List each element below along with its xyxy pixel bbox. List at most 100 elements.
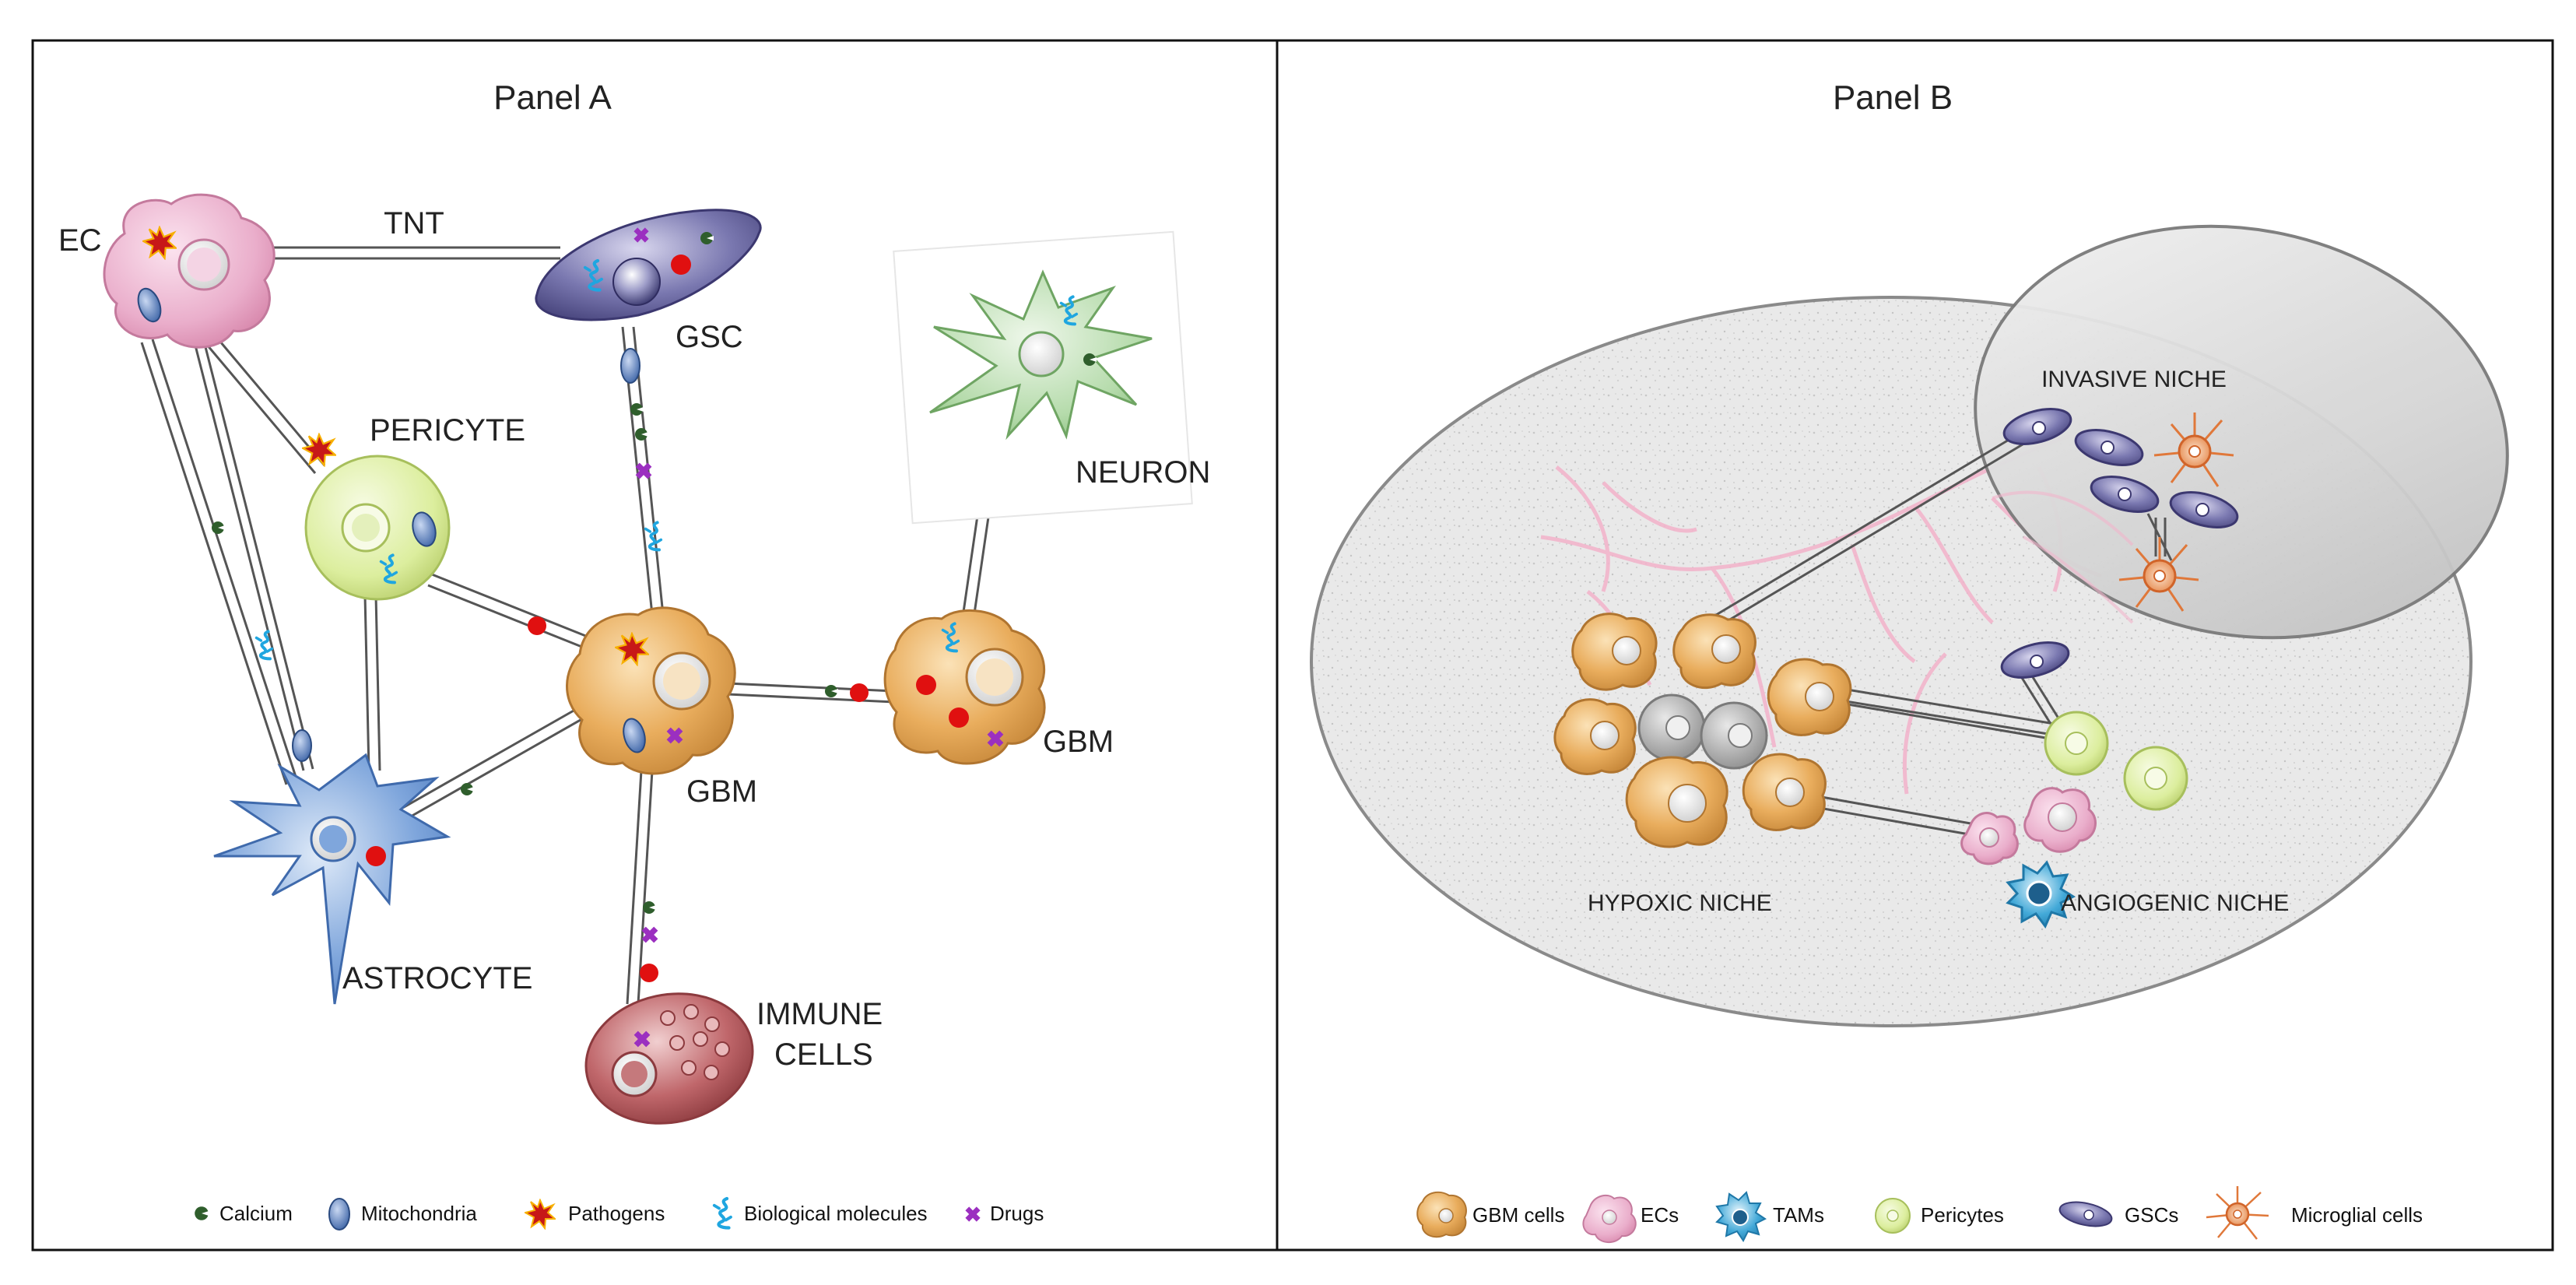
gbm-cell xyxy=(1672,613,1757,689)
tam-icon xyxy=(1715,1191,1767,1242)
tam-cell xyxy=(2006,860,2076,929)
invasive-niche-region xyxy=(1974,224,2509,640)
legend-gbm-cells-label: GBM cells xyxy=(1472,1203,1564,1227)
ec-cell xyxy=(103,193,275,349)
invasive-niche-label: INVASIVE NICHE xyxy=(2041,367,2227,392)
panel-b: Panel B INVASIVE NICHE xyxy=(1310,79,2509,1243)
pericyte-cell xyxy=(304,455,451,601)
legend-gscs-label: GSCs xyxy=(2125,1203,2178,1227)
pericyte-cell xyxy=(2123,746,2188,811)
pericyte-label: PERICYTE xyxy=(370,413,525,448)
particle-dot xyxy=(850,683,869,702)
neuron-label: NEURON xyxy=(1076,455,1210,490)
particle-dot xyxy=(949,707,969,728)
gbm-cell xyxy=(1625,756,1728,848)
tnt-pericyte-gbm xyxy=(427,573,592,651)
calcium-icon xyxy=(643,901,656,914)
calcium-icon xyxy=(461,783,474,795)
gsc-cell xyxy=(2000,641,2070,679)
gsc-cell xyxy=(2090,476,2160,513)
mitochondria-icon xyxy=(292,729,312,762)
drug-icon xyxy=(641,926,658,943)
panel-b-legend: GBM cells ECs TAMs Pericytes GSCs xyxy=(1416,1186,2423,1243)
gray-cell xyxy=(1637,693,1706,762)
pericyte-cell xyxy=(2044,711,2109,776)
gsc-icon xyxy=(2058,1201,2113,1227)
tnt-label: TNT xyxy=(384,206,444,240)
legend-biomolecules-label: Biological molecules xyxy=(744,1202,928,1225)
calcium-icon xyxy=(195,1206,209,1220)
figure-border xyxy=(31,39,2554,1252)
mitochondria-icon xyxy=(328,1198,350,1231)
microglia-cell xyxy=(2118,537,2199,612)
tnt-gbm-immune xyxy=(626,770,654,1005)
gsc-cell xyxy=(2002,408,2072,445)
microglia-icon xyxy=(2206,1186,2269,1240)
legend-pathogens-label: Pathogens xyxy=(568,1202,665,1225)
ec-icon xyxy=(1582,1194,1637,1243)
gsc-cell xyxy=(2074,429,2144,466)
mitochondria-icon xyxy=(412,511,437,547)
legend-ecs-label: ECs xyxy=(1641,1203,1679,1227)
gbm-cell xyxy=(1767,658,1852,736)
gbm-cell-center xyxy=(566,606,736,775)
gbm-cell xyxy=(1742,753,1827,831)
mitochondria-icon xyxy=(137,287,162,323)
tnt-ec-pericyte xyxy=(197,326,326,474)
panel-a-legend: Calcium Mitochondria Pathogens Biologica… xyxy=(195,1198,1044,1231)
immune-label-line1: IMMUNE xyxy=(756,997,883,1031)
panel-a: Panel A xyxy=(58,79,1210,1231)
tnt-cargo xyxy=(212,348,1003,982)
vessels-in-invasive xyxy=(1992,490,2134,624)
gsc-cell xyxy=(535,209,762,321)
gbm-cell xyxy=(1571,613,1658,691)
drug-icon xyxy=(965,1206,981,1222)
gsc-label: GSC xyxy=(676,320,743,354)
tnt-ec-astrocyte-outer xyxy=(140,339,299,785)
biomolecule-icon xyxy=(714,1199,731,1228)
gbm-cell-icon xyxy=(1416,1191,1467,1238)
astrocyte-cell xyxy=(213,753,451,1005)
invasive-gsc-cluster xyxy=(2000,408,2239,679)
angiogenic-cluster xyxy=(1960,711,2188,929)
gbm-cell-right xyxy=(883,609,1046,765)
particle-dot xyxy=(916,675,936,695)
hypoxic-niche-label: HYPOXIC NICHE xyxy=(1588,890,1772,916)
mitochondria-icon xyxy=(620,348,640,384)
gbm-cell xyxy=(1553,698,1637,775)
ec-cell xyxy=(1960,812,2019,865)
immune-label-line2: CELLS xyxy=(774,1037,873,1072)
microglial-cells xyxy=(2118,413,2234,612)
neuron-cell xyxy=(893,230,1193,525)
mitochondria-icon xyxy=(623,718,646,753)
calcium-icon xyxy=(825,685,838,697)
legend-calcium-label: Calcium xyxy=(219,1202,293,1225)
astrocyte-label: ASTROCYTE xyxy=(342,961,532,995)
particle-dot xyxy=(366,846,386,866)
ec-label: EC xyxy=(58,223,102,258)
tnt-astrocyte-gbm xyxy=(392,699,598,825)
tnt-connections xyxy=(140,246,999,1005)
panel-b-title: Panel B xyxy=(1833,79,1953,117)
gsc-cell xyxy=(2169,491,2239,528)
hypoxic-gbm-cluster xyxy=(1553,613,1852,848)
biomolecule-icon xyxy=(646,522,662,549)
microglia-cell xyxy=(2153,413,2234,487)
immune-cell xyxy=(584,992,754,1125)
particle-dot xyxy=(640,964,658,982)
calcium-icon xyxy=(212,521,225,534)
legend-drugs-label: Drugs xyxy=(990,1202,1044,1225)
legend-tams-label: TAMs xyxy=(1773,1203,1824,1227)
pericyte-icon xyxy=(1875,1198,1911,1234)
tnt-ec-astrocyte-inner xyxy=(193,340,314,771)
legend-mitochondria-label: Mitochondria xyxy=(361,1202,477,1225)
particle-dot xyxy=(671,255,691,275)
legend-microglial-label: Microglial cells xyxy=(2291,1203,2423,1227)
gbm-center-label: GBM xyxy=(686,774,757,809)
ec-cell xyxy=(2023,787,2097,853)
gbm-right-label: GBM xyxy=(1043,725,1114,759)
angiogenic-niche-label: ANGIOGENIC NICHE xyxy=(2061,890,2289,916)
particle-dot xyxy=(528,616,546,635)
tnt-ec-gsc xyxy=(272,246,560,260)
